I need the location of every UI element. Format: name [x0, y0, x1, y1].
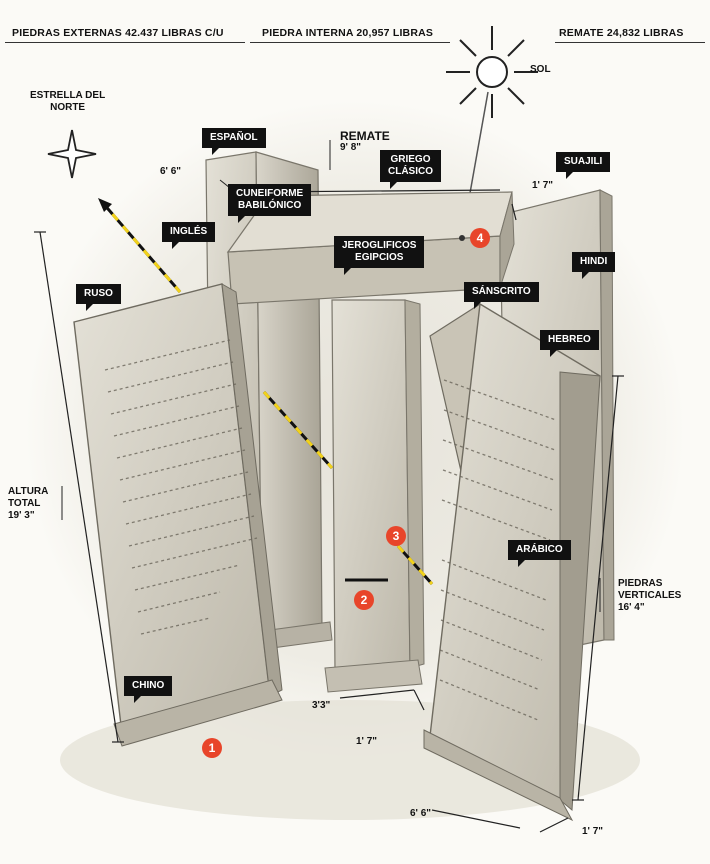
total-height-label: ALTURA TOTAL 19' 3" — [8, 486, 49, 521]
header-rule-left — [5, 42, 245, 43]
tag-sanskrit: SÁNSCRITO — [464, 282, 539, 309]
north-star-icon — [47, 129, 97, 179]
header-rule-right — [555, 42, 705, 43]
marker-2: 2 — [354, 590, 374, 610]
tag-greek: GRIEGO CLÁSICO — [380, 150, 441, 189]
header-inner-stone-weight: PIEDRA INTERNA 20,957 LIBRAS — [262, 27, 434, 39]
tag-hieroglyphs: JEROGLIFICOS EGIPCIOS — [334, 236, 425, 275]
tag-cuneiform: CUNEIFORME BABILÓNICO — [228, 184, 312, 223]
tag-arabic: ARÁBICO — [508, 540, 571, 567]
capstone-hole — [459, 235, 465, 241]
front-right-stone — [423, 302, 601, 822]
dim-center-width: 3'3" — [312, 700, 331, 711]
north-star-label: ESTRELLA DEL NORTE — [30, 90, 106, 113]
vertical-stones-label: PIEDRAS VERTICALES 16' 4" — [618, 578, 682, 613]
header-outer-stones-weight: PIEDRAS EXTERNAS 42.437 LIBRAS C/U — [12, 27, 224, 39]
tag-hebrew: HEBREO — [540, 330, 599, 357]
sun-label: SOL — [530, 64, 551, 75]
sun-icon — [446, 26, 538, 118]
tag-russian: RUSO — [76, 284, 121, 311]
header-capstone-weight: REMATE 24,832 LIBRAS — [559, 27, 684, 39]
center-stone — [324, 299, 425, 693]
arabic-inscription — [439, 379, 557, 721]
dim-center-thickness: 1' 7" — [356, 736, 378, 747]
tag-swahili: SUAJILI — [556, 152, 611, 179]
tag-chinese: CHINO — [124, 676, 173, 703]
dim-cap-width: 6' 6" — [160, 166, 182, 177]
tag-hindi: HINDI — [572, 252, 616, 279]
dim-cap-thickness: 1' 7" — [532, 180, 554, 191]
chinese-inscription — [104, 339, 258, 635]
front-left-stone — [73, 283, 283, 747]
marker-4: 4 — [470, 228, 490, 248]
dimension-lines — [34, 189, 624, 833]
dim-base-thickness: 1' 7" — [582, 826, 604, 837]
tag-spanish: ESPAÑOL — [202, 128, 266, 155]
marker-3: 3 — [386, 526, 406, 546]
dim-base-width: 6' 6" — [410, 808, 432, 819]
north-star-sightline — [98, 198, 434, 586]
header-rule-center — [250, 42, 450, 43]
marker-1: 1 — [202, 738, 222, 758]
header: PIEDRAS EXTERNAS 42.437 LIBRAS C/U PIEDR… — [0, 0, 710, 44]
tag-english: INGLÉS — [162, 222, 216, 249]
sightline-arrow-icon — [98, 198, 112, 212]
capstone-size-label: REMATE 9' 8" — [340, 129, 390, 153]
